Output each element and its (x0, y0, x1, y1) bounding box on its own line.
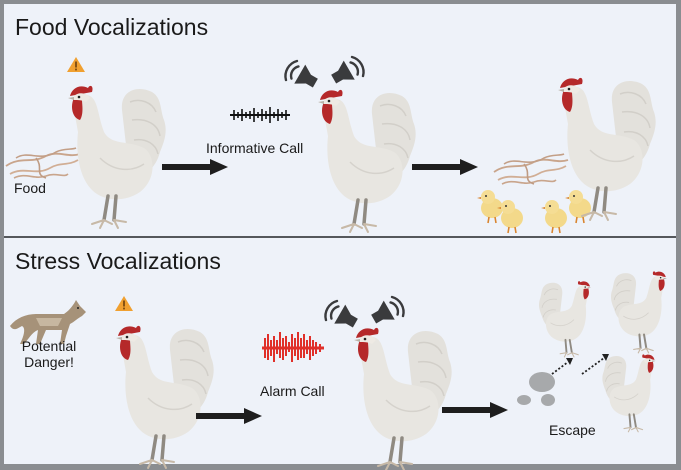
rooster-icon (66, 84, 168, 230)
potential-danger-label: Potential Danger! (16, 338, 82, 370)
alarm-waveform-icon (262, 332, 324, 362)
rooster-icon (114, 324, 216, 470)
panel-title-food: Food Vocalizations (15, 14, 209, 40)
warning-icon (115, 296, 133, 311)
arrow-right-icon (442, 402, 508, 418)
stress-vocalizations-panel: Stress Vocalizations Potential Danger! A… (4, 238, 676, 470)
rooster-calling-icon (316, 88, 418, 234)
panel-title-stress: Stress Vocalizations (15, 248, 221, 274)
food-label: Food (14, 180, 46, 196)
alarm-call-label: Alarm Call (260, 383, 325, 399)
rooster-escaping-icon (538, 280, 592, 358)
escape-label: Escape (549, 422, 596, 438)
rooster-escaping-icon (601, 353, 657, 433)
panel-divider (4, 236, 676, 238)
figure-frame: Food Vocalizations Food Informative Call (4, 4, 676, 470)
arrow-right-icon (196, 408, 262, 424)
chick-icon (496, 199, 524, 234)
coyote-icon (10, 300, 86, 344)
dotted-escape-arrows-icon (551, 354, 609, 375)
informative-waveform-icon (230, 107, 290, 123)
rooster-escaping-icon (609, 270, 668, 354)
arrow-right-icon (412, 159, 478, 175)
informative-call-label: Informative Call (206, 140, 304, 156)
rooster-calling-icon (352, 326, 454, 470)
potential-danger-line1: Potential (21, 338, 77, 354)
potential-danger-line2: Danger! (24, 354, 74, 370)
dust-cloud-icon (517, 372, 555, 406)
rooster-icon (556, 76, 658, 222)
food-vocalizations-panel: Food Vocalizations Food Informative Call (4, 4, 676, 236)
arrow-right-icon (162, 159, 228, 175)
warning-icon (67, 57, 85, 72)
